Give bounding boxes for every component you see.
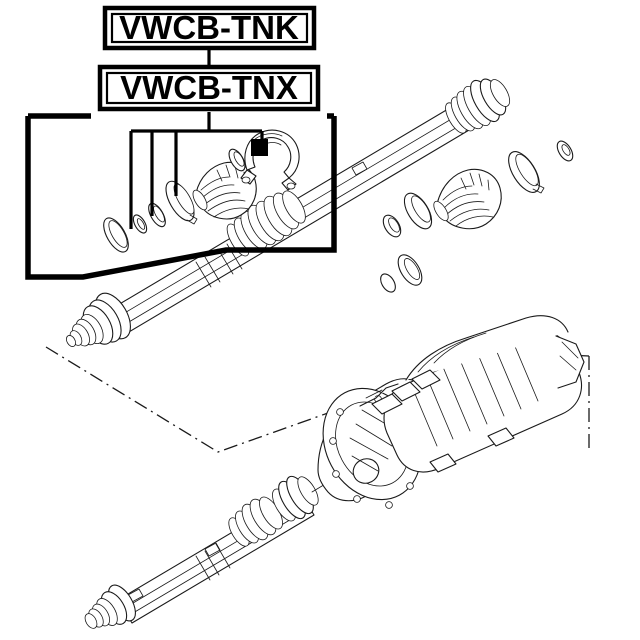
vwcb-tnk-label: VWCB-TNK bbox=[119, 9, 299, 46]
retaining-ring-rear bbox=[403, 192, 433, 230]
propeller-shaft-lower bbox=[84, 467, 353, 629]
boot-clamp-small-kit bbox=[228, 148, 246, 172]
boot-clamp-small-rear bbox=[382, 214, 402, 238]
center-bearing-bracket bbox=[240, 129, 300, 191]
transmission-housing bbox=[317, 315, 585, 509]
boot-clamp-large-rear bbox=[508, 151, 545, 194]
cv-boot-rear-group bbox=[382, 140, 574, 238]
boot-clamp-large-kit bbox=[165, 180, 198, 225]
cv-boot-rear bbox=[433, 168, 502, 230]
lower-shaft-left-end bbox=[84, 584, 136, 629]
leader-lines bbox=[129, 50, 264, 229]
circlip-large-kit bbox=[103, 217, 129, 253]
shaft-right-cv-joint bbox=[445, 78, 511, 134]
cv-boot-kit-exploded bbox=[103, 129, 300, 253]
circlip-small-kit bbox=[132, 214, 148, 234]
selected-part-marker bbox=[251, 139, 268, 156]
lower-shaft-bellows bbox=[228, 496, 283, 547]
shaft-left-flange bbox=[66, 292, 131, 347]
cv-boot-mid-group bbox=[380, 254, 423, 293]
retaining-ring-mid bbox=[397, 254, 423, 286]
propeller-shaft-upper bbox=[66, 78, 511, 347]
cv-boot-kit bbox=[192, 161, 257, 220]
circlip-rear bbox=[556, 140, 574, 162]
vwcb-tnk-boundary bbox=[25, 113, 337, 280]
shaft-bellows-mid bbox=[226, 190, 306, 257]
lower-shaft-right-end bbox=[272, 475, 319, 522]
label-boxes bbox=[97, 5, 321, 112]
circlip-mid bbox=[380, 273, 396, 293]
retaining-ring-kit bbox=[148, 202, 166, 228]
vwcb-tnx-label: VWCB-TNX bbox=[120, 69, 298, 106]
